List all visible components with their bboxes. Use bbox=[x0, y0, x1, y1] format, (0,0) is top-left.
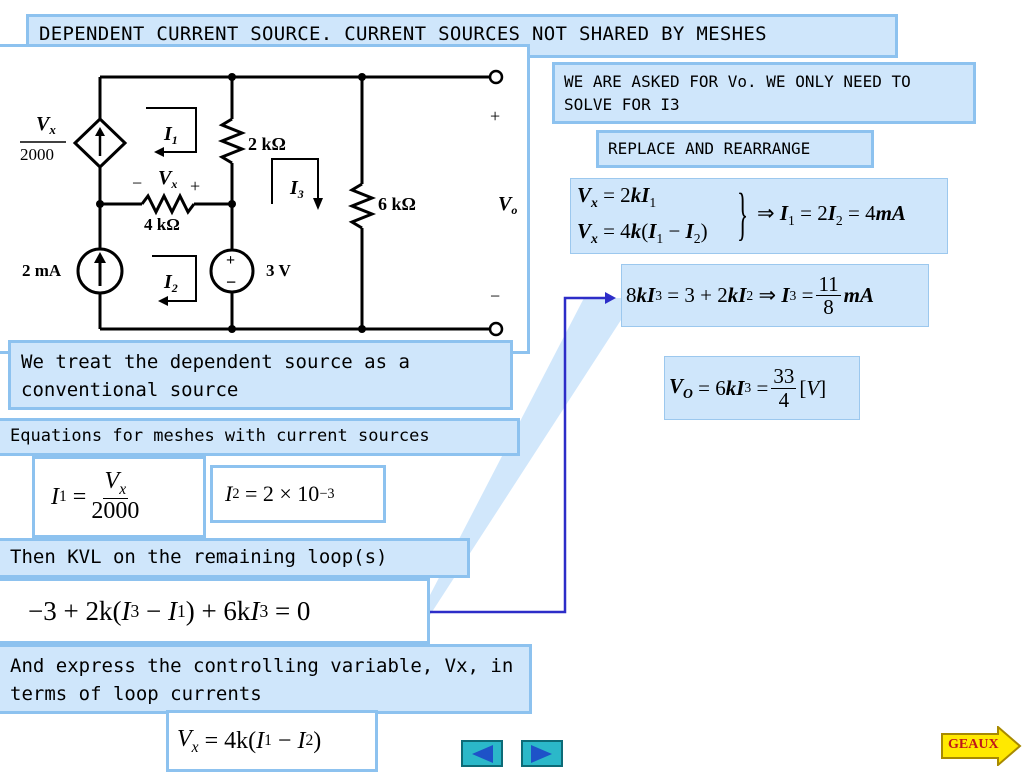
treat-text: We treat the dependent source as a conve… bbox=[21, 351, 410, 401]
treat-note: We treat the dependent source as a conve… bbox=[8, 340, 513, 410]
label-r4k: 4 kΩ bbox=[144, 215, 180, 234]
triangle-right-icon bbox=[531, 744, 552, 763]
label-vx-minus: − bbox=[132, 173, 142, 193]
kvl-label: Then KVL on the remaining loop(s) bbox=[0, 538, 470, 578]
label-r2k: 2 kΩ bbox=[248, 134, 286, 154]
vx-over-2000-den: 2000 bbox=[20, 145, 54, 164]
label-vo-minus: − bbox=[490, 286, 500, 306]
geaux-label: GEAUX bbox=[948, 737, 999, 752]
geaux-button[interactable]: GEAUX bbox=[940, 726, 1022, 766]
label-i3: I3 bbox=[289, 177, 304, 201]
svg-text:−: − bbox=[226, 272, 236, 292]
triangle-left-icon bbox=[472, 744, 493, 763]
asked-text: WE ARE ASKED FOR Vo. WE ONLY NEED TO SOL… bbox=[564, 72, 911, 115]
forward-button[interactable] bbox=[521, 740, 563, 767]
label-i1: I1 bbox=[163, 123, 178, 147]
svg-text:+: + bbox=[226, 252, 235, 269]
replace-note: REPLACE AND REARRANGE bbox=[596, 130, 874, 168]
label-vo-plus: + bbox=[490, 106, 500, 126]
title-text: DEPENDENT CURRENT SOURCE. CURRENT SOURCE… bbox=[39, 23, 767, 45]
current-source-2ma-icon bbox=[76, 247, 124, 295]
back-button[interactable] bbox=[461, 740, 503, 767]
output-terminal-top bbox=[488, 69, 504, 85]
dependent-source-icon bbox=[72, 116, 128, 170]
brace: } bbox=[737, 181, 749, 246]
label-r6k: 6 kΩ bbox=[378, 194, 416, 214]
output-terminal-bottom bbox=[488, 321, 504, 337]
vx-eq-line-1: Vx = 2kI1 bbox=[577, 183, 657, 211]
asked-note: WE ARE ASKED FOR Vo. WE ONLY NEED TO SOL… bbox=[552, 62, 976, 124]
arrow-right-icon bbox=[941, 726, 1022, 766]
label-vx: Vx bbox=[158, 167, 177, 191]
label-3v: 3 V bbox=[266, 261, 291, 280]
express-text: And express the controlling variable, Vx… bbox=[10, 655, 514, 705]
label-2ma: 2 mA bbox=[22, 261, 62, 280]
vx-eq-result: ⇒ I1 = 2I2 = 4mA bbox=[757, 201, 906, 229]
vx-over-2000-num: Vx bbox=[36, 113, 56, 137]
vx-system-equation: Vx = 2kI1 Vx = 4k(I1 − I2) } ⇒ I1 = 2I2 … bbox=[570, 178, 948, 254]
vx-eq-line-2: Vx = 4k(I1 − I2) bbox=[577, 219, 708, 247]
equations-label: Equations for meshes with current source… bbox=[0, 418, 520, 456]
kvl-label-text: Then KVL on the remaining loop(s) bbox=[10, 546, 388, 568]
label-i2: I2 bbox=[163, 271, 178, 295]
voltage-source-3v-icon: + − bbox=[209, 248, 255, 294]
label-vo: Vo bbox=[498, 193, 517, 217]
express-note: And express the controlling variable, Vx… bbox=[0, 644, 532, 714]
circuit-diagram: + − Vx 2000 I1 2 kΩ − Vx + 4 kΩ I3 6 kΩ … bbox=[20, 69, 517, 337]
label-vx-plus: + bbox=[190, 176, 200, 196]
replace-text: REPLACE AND REARRANGE bbox=[608, 139, 811, 158]
equations-label-text: Equations for meshes with current source… bbox=[10, 426, 430, 446]
